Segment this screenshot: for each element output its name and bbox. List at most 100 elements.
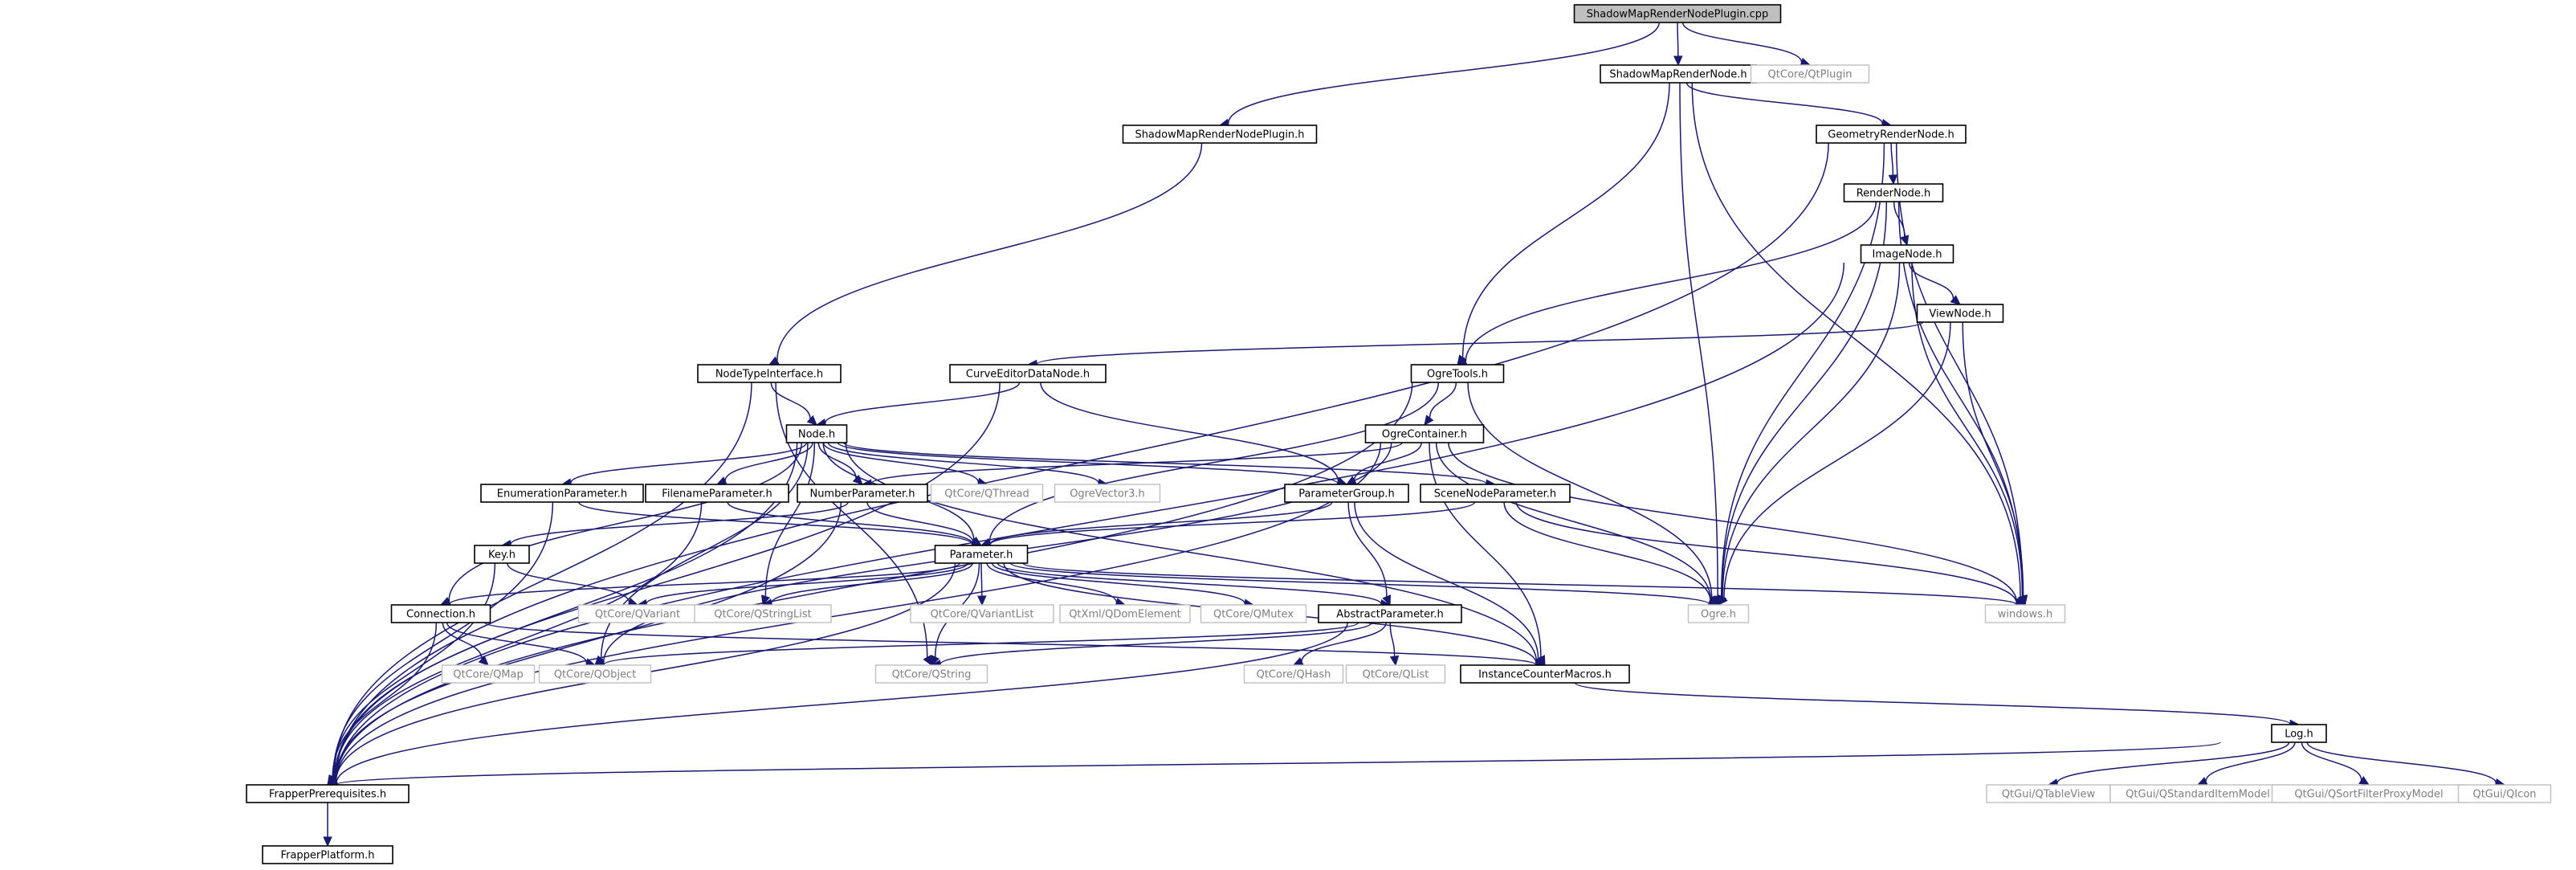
node-qlist: QtCore/QList <box>1345 664 1446 684</box>
node-ogrevec: OgreVector3.h <box>1054 484 1161 503</box>
node-icm[interactable]: InstanceCounterMacros.h <box>1460 664 1630 684</box>
node-qstringlist: QtCore/QStringList <box>694 604 832 623</box>
edge-line <box>1691 82 2021 598</box>
node-node[interactable]: Node.h <box>785 424 848 443</box>
node-smrn[interactable]: ShadowMapRenderNode.h <box>1600 64 1757 84</box>
node-box <box>441 664 536 684</box>
node-abstractp[interactable]: AbstractParameter.h <box>1318 604 1462 623</box>
node-label: QtCore/QHash <box>1257 669 1331 681</box>
edge-line <box>1503 501 1711 602</box>
node-box <box>1054 484 1161 503</box>
node-box <box>262 845 393 864</box>
node-filename[interactable]: FilenameParameter.h <box>645 484 789 503</box>
edge-line <box>333 382 752 779</box>
edge-line <box>870 442 1403 484</box>
node-label: QtCore/QStringList <box>714 609 812 621</box>
edge-ogretools-to-ogrecontainer <box>1424 382 1457 426</box>
edge-abstractp-to-qstring <box>930 622 1372 669</box>
node-nti[interactable]: NodeTypeInterface.h <box>697 364 842 383</box>
node-label: ParameterGroup.h <box>1298 488 1395 500</box>
arrowhead <box>478 655 489 666</box>
edge-image-to-frapperp <box>326 262 1845 786</box>
node-key[interactable]: Key.h <box>474 545 530 564</box>
node-param[interactable]: Parameter.h <box>934 545 1029 564</box>
edge-view-to-windows <box>1962 321 2028 607</box>
edge-line <box>1435 442 1712 601</box>
edge-param-to-qvariantlist <box>977 562 987 607</box>
node-number[interactable]: NumberParameter.h <box>797 484 928 503</box>
edge-filename-to-param <box>727 501 983 549</box>
edge-line <box>332 562 496 778</box>
node-label: Parameter.h <box>950 549 1013 562</box>
edge-line <box>1389 622 1396 657</box>
arrowhead <box>1424 415 1434 426</box>
node-windows: windows.h <box>1984 604 2066 623</box>
edge-line <box>827 442 1099 484</box>
node-label: Key.h <box>488 549 516 562</box>
node-render[interactable]: RenderNode.h <box>1843 183 1944 202</box>
edge-line <box>336 741 2221 786</box>
edge-line <box>1723 321 1951 598</box>
nodes-layer: ShadowMapRenderNodePlugin.cppShadowMapRe… <box>246 4 2552 864</box>
node-qobject: QtCore/QObject <box>538 664 652 684</box>
node-pgroup[interactable]: ParameterGroup.h <box>1284 484 1409 503</box>
node-box <box>1420 484 1571 503</box>
edge-root-to-smrn <box>1673 22 1683 67</box>
node-box <box>1284 484 1409 503</box>
node-box <box>1984 604 2066 623</box>
edge-geom-to-windows <box>1895 142 2028 607</box>
node-box <box>1687 604 1750 623</box>
edge-render-to-ogretools <box>1456 201 1877 366</box>
node-view[interactable]: ViewNode.h <box>1916 304 2004 323</box>
edge-key-to-qvariant <box>507 562 639 607</box>
arrowhead <box>923 655 932 667</box>
arrowhead <box>931 655 940 667</box>
node-box <box>1410 364 1505 383</box>
node-image[interactable]: ImageNode.h <box>1860 244 1954 263</box>
edge-line <box>1677 22 1679 57</box>
node-smrnp[interactable]: ShadowMapRenderNodePlugin.h <box>1122 125 1318 144</box>
node-box <box>694 604 832 623</box>
edge-line <box>442 622 483 660</box>
edge-line <box>1962 321 2024 597</box>
node-connection[interactable]: Connection.h <box>390 604 491 623</box>
node-label: ShadowMapRenderNodePlugin.cpp <box>1587 9 1769 21</box>
arrowhead <box>1389 655 1400 667</box>
node-label: EnumerationParameter.h <box>497 488 627 500</box>
edge-param-to-qvariant <box>636 562 968 609</box>
node-curve[interactable]: CurveEditorDataNode.h <box>949 364 1107 383</box>
node-label: SceneNodeParameter.h <box>1434 488 1556 500</box>
node-geom[interactable]: GeometryRenderNode.h <box>1816 125 1967 144</box>
node-label: QtCore/QVariant <box>595 609 680 621</box>
node-enum[interactable]: EnumerationParameter.h <box>480 484 644 503</box>
edge-line <box>2056 741 2290 784</box>
node-qmap: QtCore/QMap <box>441 664 536 684</box>
node-ogrecontainer[interactable]: OgreContainer.h <box>1364 424 1485 443</box>
edge-node-to-qthread <box>822 442 988 487</box>
edge-line <box>2205 741 2296 782</box>
edge-line <box>837 442 1339 484</box>
edge-abstractp-to-qhash <box>1292 622 1387 666</box>
node-qmutex: QtCore/QMutex <box>1200 604 1307 623</box>
edge-line <box>776 142 1203 361</box>
node-label: GeometryRenderNode.h <box>1828 129 1954 141</box>
node-box <box>1860 244 1954 263</box>
node-scenep[interactable]: SceneNodeParameter.h <box>1420 484 1571 503</box>
edge-connection-to-qmap <box>442 622 489 666</box>
node-root[interactable]: ShadowMapRenderNodePlugin.cpp <box>1573 4 1782 23</box>
edge-line <box>822 442 980 483</box>
edge-line <box>507 562 630 602</box>
edge-line <box>1009 562 1710 606</box>
node-box <box>785 424 848 443</box>
arrowhead <box>1673 55 1683 67</box>
node-platform[interactable]: FrapperPlatform.h <box>262 845 393 864</box>
node-label: FrapperPrerequisites.h <box>269 789 386 801</box>
node-frapperp[interactable]: FrapperPrerequisites.h <box>246 784 410 803</box>
node-box <box>1460 664 1630 684</box>
arrowhead <box>806 415 817 426</box>
edge-line <box>1347 501 1388 597</box>
node-log[interactable]: Log.h <box>2271 724 2327 743</box>
node-ogretools[interactable]: OgreTools.h <box>1410 364 1505 383</box>
edge-line <box>1895 142 2024 597</box>
node-box <box>910 604 1054 623</box>
